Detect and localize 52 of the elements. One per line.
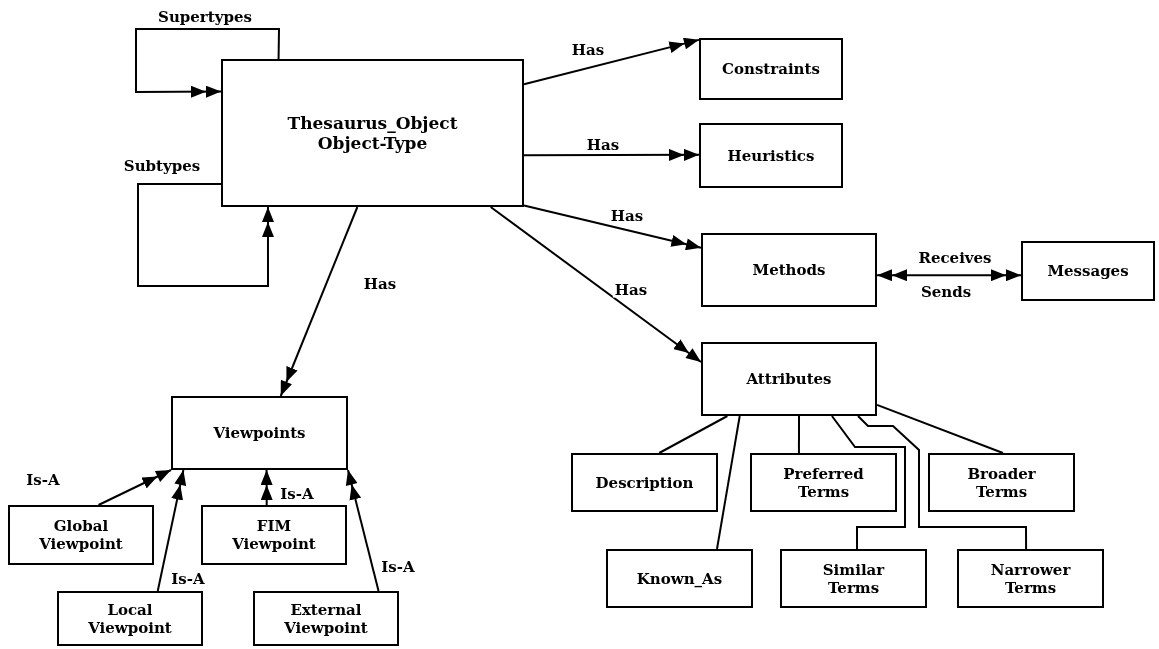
edge-label: Has: [361, 276, 399, 292]
box-label: Viewpoints: [213, 424, 306, 442]
connector-line: [797, 415, 801, 454]
edge-label: Supertypes: [156, 9, 254, 25]
class-box: [606, 549, 753, 608]
box-label: FIM Viewpoint: [231, 517, 317, 553]
box-label: Attributes: [746, 370, 832, 388]
box-label: Constraints: [722, 60, 820, 78]
class-box: [701, 233, 877, 307]
edge-label: Has: [569, 42, 607, 58]
edge-label: Has: [612, 282, 650, 298]
edge-label: Is-A: [169, 571, 207, 587]
class-box: [701, 342, 877, 416]
class-box: [750, 453, 897, 512]
box-label: Local Viewpoint: [87, 600, 173, 637]
box-label: Methods: [752, 261, 826, 279]
edge-label: Is-A: [24, 472, 62, 488]
class-box: [171, 396, 348, 470]
box-label: Broader Terms: [966, 464, 1037, 501]
class-box: [253, 591, 399, 646]
class-box: [699, 38, 843, 100]
edge-label: Has: [584, 137, 622, 153]
class-box: [57, 591, 203, 646]
box-label: Global Viewpoint: [38, 517, 124, 553]
class-box: [1021, 241, 1155, 301]
connector-line: [876, 403, 1004, 454]
edge-label: Is-A: [379, 559, 417, 575]
box-label: Messages: [1047, 262, 1129, 280]
class-box: [780, 549, 927, 608]
class-box: [928, 453, 1075, 512]
box-label: Narrower Terms: [989, 560, 1072, 597]
connector-line: [716, 415, 741, 550]
box-label: Thesaurus_Object Object-Type: [286, 112, 459, 154]
edge-label: Is-A: [278, 486, 316, 502]
edge-label: Receives: [916, 250, 994, 266]
class-box: [957, 549, 1104, 608]
box-label: Heuristics: [727, 146, 815, 165]
connector-line: [658, 415, 729, 454]
box-label: Description: [595, 473, 694, 492]
class-box: [8, 505, 154, 565]
edge-label: Has: [608, 208, 646, 224]
class-box: [699, 123, 843, 188]
connector-line: [830, 415, 906, 550]
box-label: Known_As: [636, 569, 723, 588]
class-box: [201, 505, 347, 565]
box-label: Preferred Terms: [782, 464, 865, 501]
box-label: Similar Terms: [821, 560, 886, 597]
box-label: External Viewpoint: [283, 600, 369, 637]
class-box: [221, 59, 524, 207]
connector-line: [857, 415, 1028, 550]
edge-label: Subtypes: [121, 158, 203, 174]
class-box: [571, 453, 718, 512]
